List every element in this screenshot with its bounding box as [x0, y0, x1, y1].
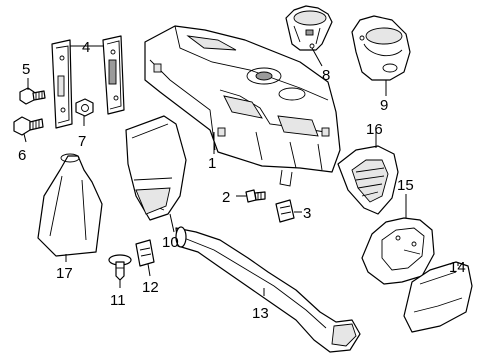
callout-1: 1 [208, 155, 216, 172]
screw-part-2 [245, 189, 266, 203]
callout-15: 15 [397, 177, 414, 194]
callout-17: 17 [56, 265, 73, 282]
callout-10: 10 [162, 234, 179, 251]
bolt-part-5 [19, 87, 46, 105]
vent-part-16 [337, 145, 399, 215]
callout-6: 6 [18, 147, 26, 164]
callout-7: 7 [78, 133, 86, 150]
callout-2: 2 [222, 189, 230, 206]
callout-12: 12 [142, 279, 159, 296]
bolt-part-6 [13, 116, 44, 136]
cupholder-part-8 [285, 5, 333, 51]
panel-part-17 [37, 153, 103, 257]
clip-part-3 [275, 199, 295, 223]
nut-part-7 [75, 98, 94, 117]
callout-4: 4 [82, 39, 90, 56]
console-part-1 [144, 25, 341, 187]
pin-part-11 [108, 254, 132, 281]
callout-8: 8 [322, 67, 330, 84]
bezel-part-15 [361, 217, 435, 285]
callout-5: 5 [22, 61, 30, 78]
leader-lines [23, 45, 459, 296]
callout-11: 11 [110, 292, 126, 309]
duct-part-10 [125, 115, 187, 221]
callout-13: 13 [252, 305, 269, 322]
callout-16: 16 [366, 121, 383, 138]
trim-part-14 [403, 261, 473, 333]
callout-3: 3 [303, 205, 311, 222]
cupholder-part-9 [351, 15, 411, 81]
bracket-part-4 [51, 35, 125, 129]
duct-part-13 [175, 226, 361, 353]
callout-14: 14 [449, 259, 466, 276]
clip-part-12 [135, 239, 155, 267]
callout-9: 9 [380, 97, 388, 114]
